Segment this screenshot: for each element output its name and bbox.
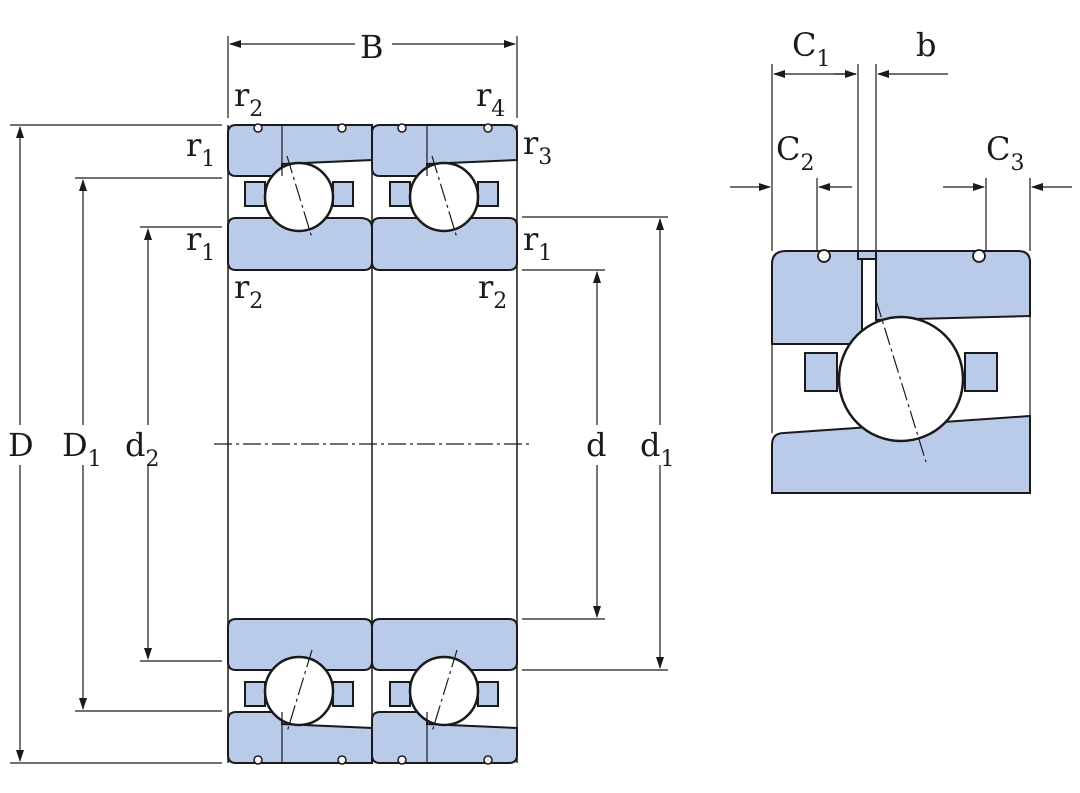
label-B: B — [360, 28, 384, 66]
bearing-bottom-left — [227, 618, 373, 765]
label-C2: C2 — [776, 130, 814, 176]
detail-cage-right — [964, 352, 998, 392]
dimension-labels: B D D1 d2 d d1 r2 r4 r1 r3 r1 r1 r2 r2 C… — [8, 26, 1024, 472]
label-d2: d2 — [125, 426, 159, 472]
detail-outer-ring-left — [771, 250, 863, 345]
bearing-bottom-right — [371, 618, 518, 765]
detail-outer-ring-right — [875, 250, 1031, 322]
detail-inner-ring — [771, 414, 1031, 494]
label-D1: D1 — [62, 426, 102, 472]
detail-groove — [857, 250, 877, 260]
label-r1-top: r1 — [186, 126, 215, 172]
label-D: D — [8, 426, 34, 464]
bearing-pair-section — [214, 123, 532, 765]
label-r2-right: r2 — [478, 268, 507, 314]
label-r4: r4 — [476, 76, 505, 122]
bearing-top-left — [227, 123, 373, 271]
detail-section — [730, 64, 1072, 494]
label-d: d — [586, 426, 606, 464]
bearing-top-right — [371, 123, 518, 271]
label-r1-right: r1 — [523, 220, 552, 266]
label-r1-left: r1 — [186, 220, 215, 266]
label-b: b — [916, 26, 936, 64]
dimension-lines — [10, 36, 668, 764]
label-r3: r3 — [523, 124, 552, 170]
label-C1: C1 — [792, 26, 830, 72]
detail-cage-left — [804, 352, 838, 392]
label-r2-left: r2 — [234, 268, 263, 314]
label-d1: d1 — [640, 426, 674, 472]
label-C3: C3 — [986, 130, 1024, 176]
label-r2-top: r2 — [234, 76, 263, 122]
